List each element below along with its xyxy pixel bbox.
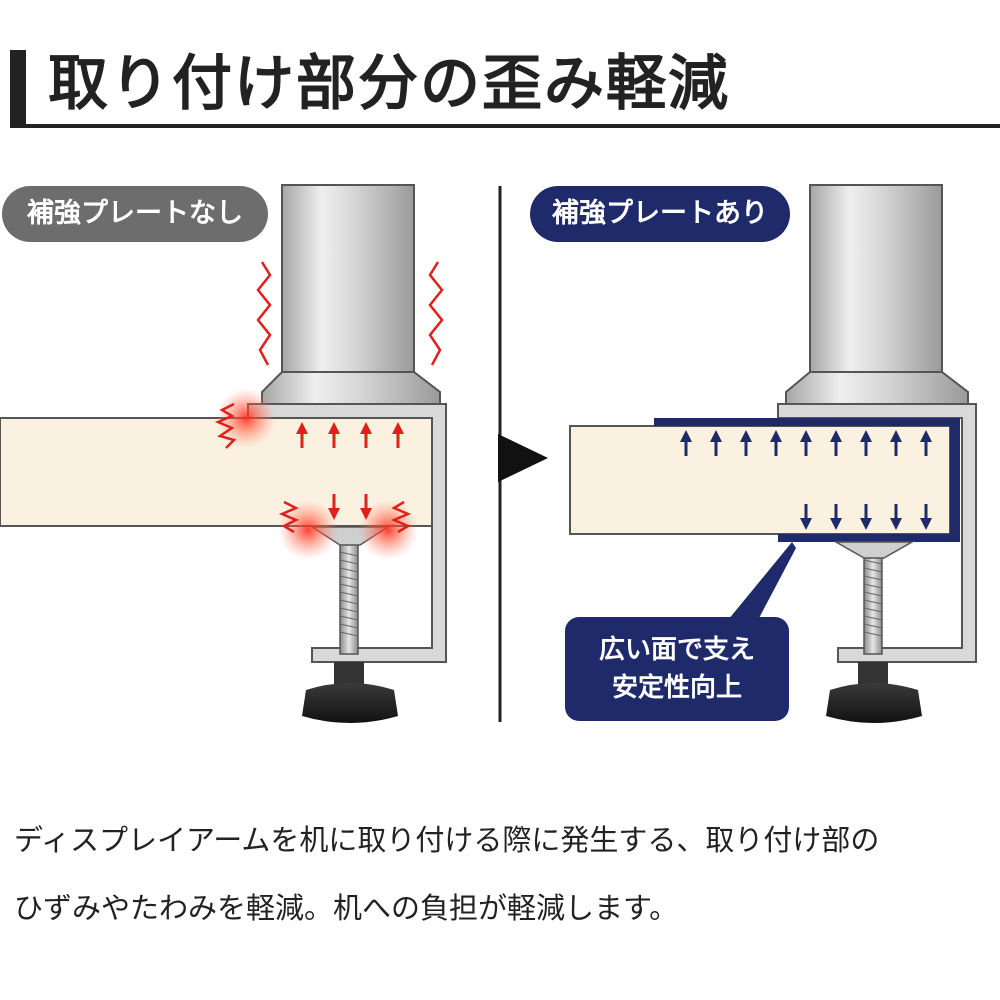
clamp-screw xyxy=(339,541,359,655)
callout-pointer xyxy=(728,542,796,620)
stress-burst xyxy=(214,402,237,449)
callout-line-2: 安定性向上 xyxy=(611,673,742,703)
stress-burst xyxy=(278,500,299,534)
description-line-1: ディスプレイアームを机に取り付ける際に発生する、取り付け部の xyxy=(14,823,880,857)
arm-pole xyxy=(281,184,415,376)
clamp-frame xyxy=(247,403,447,663)
stress-glow xyxy=(278,500,338,560)
callout-line-1: 広い面で支え xyxy=(598,635,755,665)
reinforcement-plate-top xyxy=(654,418,960,426)
clamp-knob xyxy=(826,683,922,723)
comparison-arrow-icon xyxy=(498,434,548,482)
with-plate-label: 補強プレートあり xyxy=(530,186,790,242)
title-accent-bar xyxy=(10,50,26,128)
description-line-2: ひずみやたわみを軽減。机への負担が軽減します。 xyxy=(14,891,679,925)
vibration-line xyxy=(428,261,444,366)
reinforcement-plate-side xyxy=(950,418,960,542)
benefit-callout: 広い面で支え 安定性向上 xyxy=(565,617,789,721)
knob-stem xyxy=(334,662,364,686)
clamp-knob xyxy=(302,683,398,723)
desk-board xyxy=(569,425,951,535)
right-assembly xyxy=(569,184,977,723)
reinforcement-plate-bottom xyxy=(778,534,960,542)
arm-pole xyxy=(809,184,943,376)
no-plate-label: 補強プレートなし xyxy=(2,186,268,242)
page-title: 取り付け部分の歪み軽減 xyxy=(48,49,730,119)
stress-glow xyxy=(216,388,276,448)
pole-flange xyxy=(785,371,969,406)
title-underline xyxy=(10,124,1000,128)
left-assembly xyxy=(0,184,447,723)
pole-flange xyxy=(261,371,441,406)
vibration-line xyxy=(256,261,272,366)
knob-stem xyxy=(858,662,888,686)
clamp-pad xyxy=(833,541,915,559)
comparison-diagram xyxy=(0,184,977,723)
stress-burst xyxy=(390,500,412,534)
